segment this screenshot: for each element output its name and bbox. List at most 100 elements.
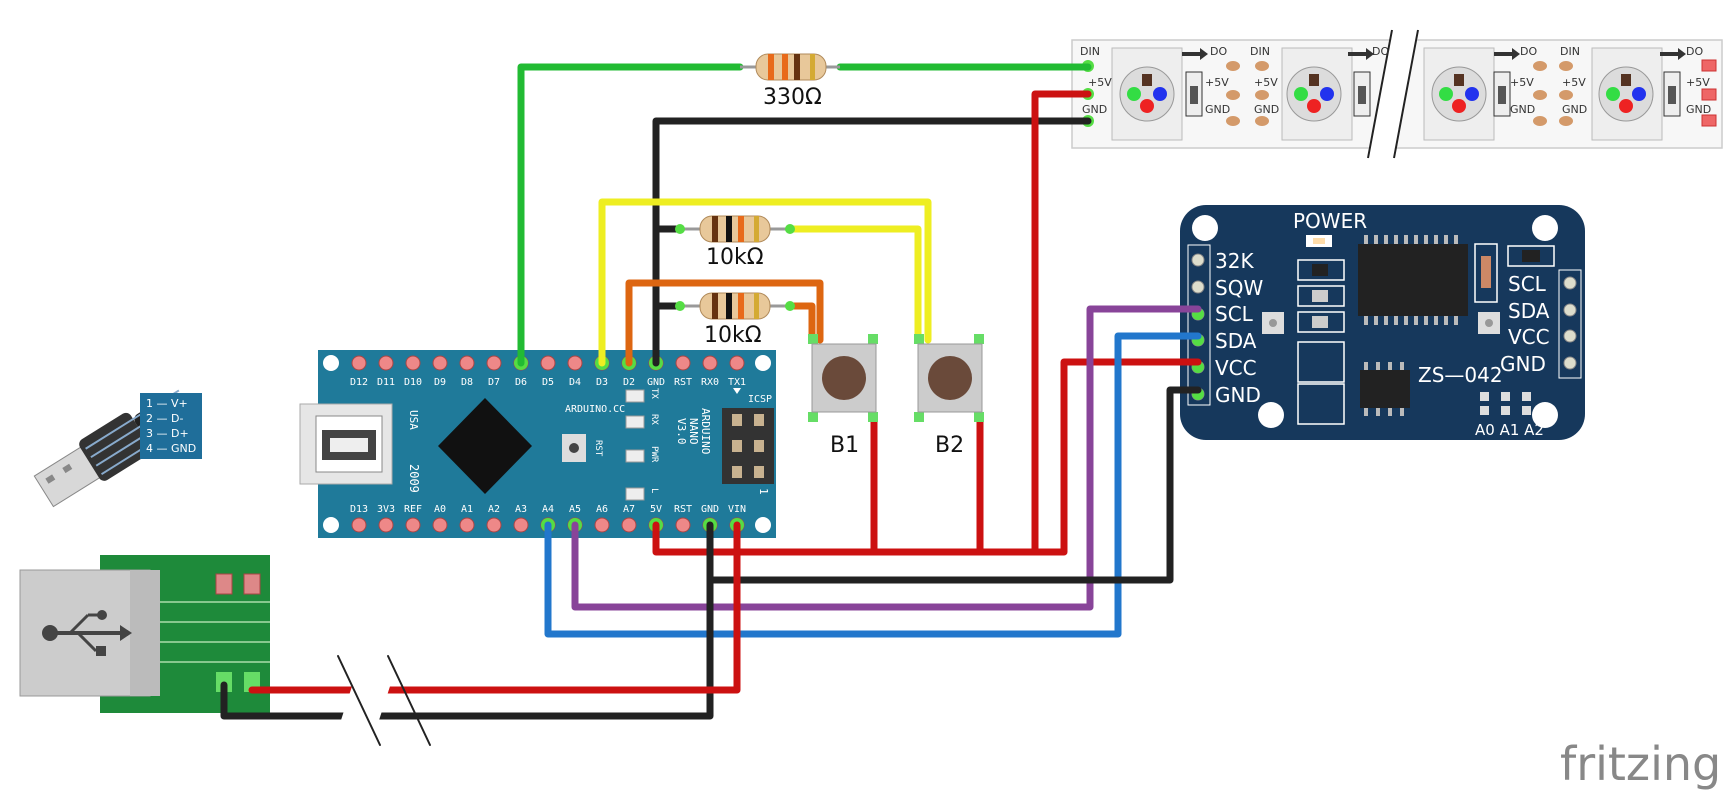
- pin-label-a5: A5: [569, 504, 581, 515]
- wires: [220, 63, 1202, 746]
- resistor-10k-1-label: 10kΩ: [706, 245, 764, 270]
- pin-label-d3: D3: [596, 377, 608, 388]
- usb-breakout-board: [19, 555, 270, 713]
- arduino-nano: USA 2009 ARDUINO.CC ARDUINO NANO V3.0 RS…: [299, 350, 776, 538]
- strip-gnd-label-6: GND: [1686, 103, 1711, 116]
- rtc-pin-sda: SDA: [1215, 329, 1257, 353]
- strip-5v-label-4: +5V: [1510, 76, 1534, 89]
- rtc-model-label: ZS—042: [1418, 363, 1503, 387]
- wire-blue-a4-sda: [544, 332, 1202, 638]
- nano-year-label: 2009: [407, 464, 421, 493]
- pin-label-a0: A0: [434, 504, 446, 515]
- wire-yellow-d3-b2: [598, 198, 932, 367]
- led-chip-2: [1281, 47, 1374, 141]
- resistor-10k-2-label: 10kΩ: [704, 323, 762, 348]
- strip-gnd-label-5: GND: [1562, 103, 1587, 116]
- rtc-pin-sqw: SQW: [1215, 276, 1263, 300]
- rtc-pin-gnd: GND: [1215, 383, 1261, 407]
- pushbutton-b1: B1: [808, 334, 878, 458]
- pin-label-tx1: TX1: [728, 377, 746, 388]
- button-b1-label: B1: [830, 433, 859, 458]
- nano-led-pwr: PWR: [649, 446, 659, 463]
- strip-din-label: DIN: [1080, 45, 1100, 58]
- pin-label-vin: VIN: [728, 504, 746, 515]
- pin-label-d13: D13: [350, 504, 368, 515]
- pin-label-d10: D10: [404, 377, 422, 388]
- nano-led-l: L: [649, 488, 659, 493]
- wire-green-d6-din: [517, 63, 744, 367]
- nano-usa-label: USA: [407, 410, 420, 430]
- wire-orange-d2-b1: [625, 279, 824, 367]
- nano-model-l1: ARDUINO: [699, 408, 712, 454]
- wire-purple-a5-scl: [571, 305, 1202, 611]
- pin-label-a4: A4: [542, 504, 554, 515]
- rtc-power-label: POWER: [1293, 209, 1367, 233]
- strip-gnd-label: GND: [1082, 103, 1107, 116]
- rtc-pin-vcc: VCC: [1215, 356, 1257, 380]
- pin-label-d12: D12: [350, 377, 368, 388]
- strip-do-label-2: DO: [1372, 45, 1389, 58]
- wire-red-5v-bus: [652, 358, 1202, 556]
- led-chip-1: [1111, 47, 1208, 141]
- nano-brand-label: ARDUINO.CC: [565, 404, 625, 415]
- rtc-right-gnd: GND: [1500, 352, 1546, 376]
- wire-black-gnd-rtc: [706, 386, 1202, 584]
- strip-do-label-4: DO: [1686, 45, 1703, 58]
- strip-do-label-1: DO: [1210, 45, 1227, 58]
- rtc-right-sda: SDA: [1508, 299, 1550, 323]
- button-b2-label: B2: [935, 433, 964, 458]
- nano-rst-label: RST: [593, 440, 603, 457]
- pin-label-d9: D9: [434, 377, 446, 388]
- resistor-10k-2: 10kΩ: [675, 292, 795, 348]
- usb-pin-2: 2 — D-: [146, 412, 183, 425]
- pin-label-a6: A6: [596, 504, 608, 515]
- strip-gnd-label-4: GND: [1510, 103, 1535, 116]
- rtc-pin-scl: SCL: [1215, 302, 1254, 326]
- rtc-right-scl: SCL: [1508, 272, 1547, 296]
- pin-label-d6: D6: [515, 377, 527, 388]
- strip-gnd-label-2: GND: [1205, 103, 1230, 116]
- strip-5v-label-5: +5V: [1562, 76, 1586, 89]
- led-chip-3: [1423, 47, 1520, 141]
- nano-icsp-pin1: 1: [757, 488, 770, 495]
- pin-label-d8: D8: [461, 377, 473, 388]
- usb-plug-icon: 1 — V+ 2 — D- 3 — D+ 4 — GND: [33, 389, 202, 508]
- usb-pin-1: 1 — V+: [146, 397, 188, 410]
- usb-pin-3: 3 — D+: [146, 427, 189, 440]
- nano-led-tx: TX: [649, 388, 659, 399]
- strip-do-label-3: DO: [1520, 45, 1537, 58]
- rtc-module: POWER 32K SQW SCL SDA VCC GND: [1180, 205, 1585, 440]
- strip-din-label-3: DIN: [1560, 45, 1580, 58]
- nano-icsp-label: ICSP: [748, 394, 772, 405]
- nano-model-l3: V3.0: [675, 418, 688, 445]
- rtc-addr-label: A0 A1 A2: [1475, 421, 1544, 439]
- pin-label-d2: D2: [623, 377, 635, 388]
- pin-label-3v3: 3V3: [377, 504, 395, 515]
- fritzing-logo: fritzing: [1560, 737, 1721, 791]
- nano-model-l2: NANO: [687, 418, 700, 445]
- strip-5v-label-2: +5V: [1205, 76, 1229, 89]
- wire-black-usb-gnd: [220, 576, 714, 720]
- pin-label-rx0: RX0: [701, 377, 719, 388]
- resistor-330: 330Ω: [740, 53, 840, 110]
- led-strip: DIN +5V GND DO DIN +5V +5V GND GND: [1071, 29, 1723, 159]
- pin-label-d5: D5: [542, 377, 554, 388]
- pin-label-d11: D11: [377, 377, 395, 388]
- pin-label-5v: 5V: [650, 504, 662, 515]
- pin-label-a1: A1: [461, 504, 473, 515]
- wire-red-vin-usb: [248, 521, 741, 694]
- pin-label-a7: A7: [623, 504, 635, 515]
- pin-label-d7: D7: [488, 377, 500, 388]
- pin-label-rst-bottom: RST: [674, 504, 692, 515]
- pin-label-gnd-top: GND: [647, 377, 665, 388]
- usb-pin-4: 4 — GND: [146, 442, 196, 455]
- pin-label-ref: REF: [404, 504, 422, 515]
- strip-5v-label-6: +5V: [1686, 76, 1710, 89]
- strip-gnd-label-3: GND: [1254, 103, 1279, 116]
- pin-label-gnd-bottom: GND: [701, 504, 719, 515]
- pin-label-a2: A2: [488, 504, 500, 515]
- strip-din-label-2: DIN: [1250, 45, 1270, 58]
- strip-5v-label-3: +5V: [1254, 76, 1278, 89]
